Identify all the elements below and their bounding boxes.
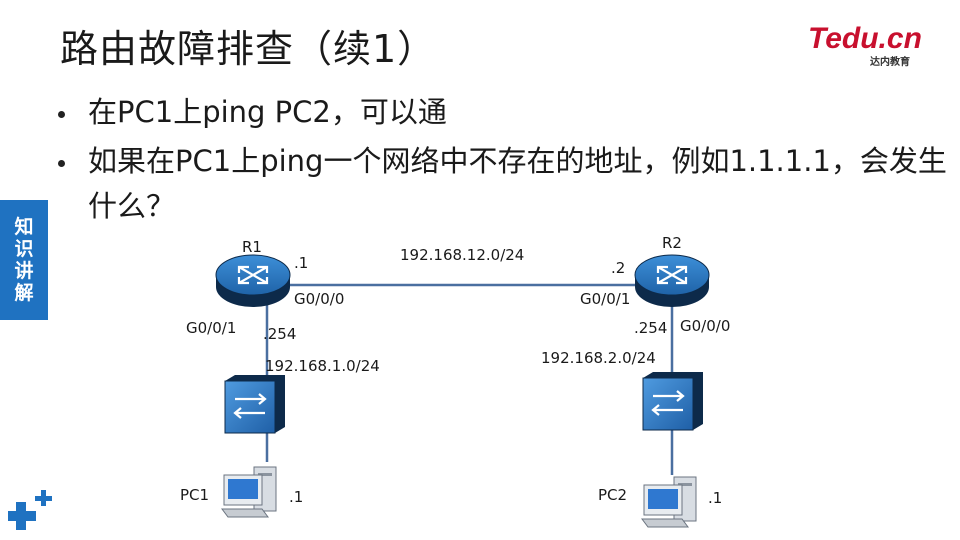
router-r2-icon [634,254,710,307]
r2-wan-if-label: G0/0/1 [580,290,630,308]
bullet-text: 在PC1上ping PC2，可以通 [88,95,447,129]
tab-char: 讲 [14,260,34,282]
switch-1-icon [224,375,285,434]
pc1-name-label: PC1 [180,486,209,504]
pc2-icon [641,476,697,528]
lan2-net-label: 192.168.2.0/24 [541,349,656,367]
r2-lan-ip-label: .254 [634,319,667,337]
tab-char: 知 [14,216,34,238]
bullet-dot [58,111,65,118]
wan-net-label: 192.168.12.0/24 [400,246,524,264]
pc1-ip-label: .1 [289,488,303,506]
pc2-ip-label: .1 [708,489,722,507]
section-tab: 知 识 讲 解 [0,200,48,320]
r1-wan-ip-label: .1 [294,254,308,272]
tab-char: 解 [14,282,34,304]
pc2-name-label: PC2 [598,486,627,504]
router-r1-icon [215,254,291,307]
r2-name-label: R2 [662,234,682,252]
switch-2-icon [642,372,703,431]
logo-sub: 达内教育 [870,55,910,68]
bullet-list: 在PC1上ping PC2，可以通 如果在PC1上ping一个网络中不存在的地址… [58,90,948,233]
slide-title: 路由故障排查（续1） [60,27,437,71]
bullet-text: 如果在PC1上ping一个网络中不存在的地址，例如1.1.1.1，会发生什么？ [88,144,947,223]
r2-wan-ip-label: .2 [611,259,625,277]
r1-wan-if-label: G0/0/0 [294,290,344,308]
plus-decoration-icon [8,490,52,530]
r1-lan-if-label: G0/0/1 [186,319,236,337]
tab-char: 识 [14,238,34,260]
logo-brand: Tedu.cn [808,22,922,55]
tedu-logo: Tedu.cn 达内教育 [808,22,922,68]
pc1-icon [221,466,277,518]
r1-lan-ip-label: .254 [263,325,296,343]
lan1-net-label: 192.168.1.0/24 [265,357,380,375]
r1-name-label: R1 [242,238,262,256]
bullet-item: 在PC1上ping PC2，可以通 [58,90,948,135]
r2-lan-if-label: G0/0/0 [680,317,730,335]
bullet-item: 如果在PC1上ping一个网络中不存在的地址，例如1.1.1.1，会发生什么？ [58,139,948,229]
bullet-dot [58,160,65,167]
